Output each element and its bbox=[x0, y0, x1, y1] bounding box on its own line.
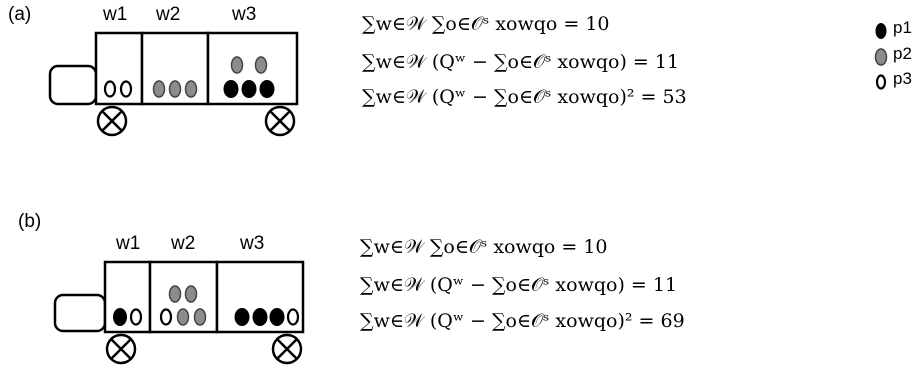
package-p1 bbox=[223, 80, 239, 98]
package-p3 bbox=[119, 80, 133, 98]
legend-p2-marker bbox=[874, 48, 888, 66]
package-p2 bbox=[184, 80, 198, 98]
truck-a-cab bbox=[48, 64, 98, 106]
truck-a-compartment-w1 bbox=[94, 31, 144, 106]
package-p2 bbox=[193, 308, 207, 326]
panel-b-w3-label: w3 bbox=[240, 233, 265, 254]
panel-b-equation-2: ∑w∈𝒲 (Qʷ − ∑o∈𝒪ˢ xowqo) = 11 bbox=[360, 274, 678, 296]
package-p2 bbox=[254, 56, 268, 74]
package-p1 bbox=[113, 308, 127, 326]
truck-b-wheel-right bbox=[271, 333, 303, 365]
legend-p3-marker bbox=[875, 74, 887, 90]
package-p3 bbox=[129, 308, 143, 326]
panel-a-label: (a) bbox=[8, 4, 32, 25]
panel-a-equation-1: ∑w∈𝒲 ∑o∈𝒪ˢ xowqo = 10 bbox=[362, 13, 610, 35]
package-p3 bbox=[159, 308, 173, 326]
package-p3 bbox=[103, 80, 117, 98]
panel-b-w1-label: w1 bbox=[116, 233, 141, 254]
truck-b-compartment-w1 bbox=[103, 260, 152, 334]
legend-p2-label: p2 bbox=[893, 44, 912, 63]
package-p1 bbox=[234, 308, 250, 326]
package-p2 bbox=[176, 308, 190, 326]
panel-a-w3-label: w3 bbox=[232, 4, 257, 25]
legend-p1-label: p1 bbox=[893, 18, 912, 37]
truck-b-cab bbox=[53, 293, 107, 333]
panel-a-w2-label: w2 bbox=[156, 4, 181, 25]
package-p1 bbox=[241, 80, 257, 98]
package-p3 bbox=[286, 308, 300, 326]
package-p2 bbox=[168, 80, 182, 98]
package-p2 bbox=[184, 285, 198, 303]
package-p1 bbox=[269, 308, 285, 326]
package-p2 bbox=[168, 285, 182, 303]
panel-b-equation-1: ∑w∈𝒲 ∑o∈𝒪ˢ xowqo = 10 bbox=[360, 236, 608, 258]
package-p1 bbox=[259, 80, 275, 98]
truck-a-wheel-left bbox=[96, 105, 128, 137]
panel-b-equation-3: ∑w∈𝒲 (Qʷ − ∑o∈𝒪ˢ xowqo)² = 69 bbox=[360, 310, 685, 332]
panel-b-label: (b) bbox=[18, 211, 42, 232]
legend-p1-marker bbox=[875, 23, 887, 39]
truck-b-wheel-left bbox=[105, 333, 137, 365]
package-p2 bbox=[152, 80, 166, 98]
package-p1 bbox=[252, 308, 268, 326]
package-p2 bbox=[230, 56, 244, 74]
legend-p3-label: p3 bbox=[893, 69, 912, 88]
panel-a-equation-3: ∑w∈𝒲 (Qʷ − ∑o∈𝒪ˢ xowqo)² = 53 bbox=[362, 86, 687, 108]
panel-a-w1-label: w1 bbox=[103, 4, 128, 25]
truck-a-wheel-right bbox=[264, 105, 296, 137]
panel-b-w2-label: w2 bbox=[171, 233, 196, 254]
panel-a-equation-2: ∑w∈𝒲 (Qʷ − ∑o∈𝒪ˢ xowqo) = 11 bbox=[362, 51, 680, 73]
